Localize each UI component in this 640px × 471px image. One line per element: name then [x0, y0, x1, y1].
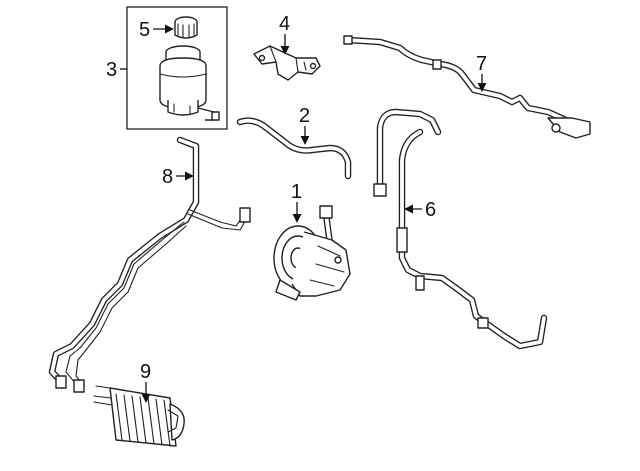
reservoir-frame [126, 6, 228, 130]
callout-9: 9 [140, 361, 151, 383]
hose-top-right: 7 [343, 35, 591, 139]
reservoir-cap [174, 16, 198, 39]
reservoir-assembly: 3 5 [106, 6, 228, 130]
callout-1: 1 [291, 181, 302, 203]
callout-4: 4 [279, 13, 290, 35]
pressure-tube-upper: 2 [236, 105, 352, 180]
hose-right: 6 [373, 108, 548, 350]
oil-cooler: 9 [93, 361, 185, 447]
callout-2: 2 [299, 105, 310, 127]
bracket: 4 [253, 13, 321, 81]
callout-3: 3 [106, 59, 117, 81]
reservoir-body [159, 45, 220, 121]
power-steering-pump: 1 [273, 181, 351, 301]
callout-5: 5 [139, 19, 150, 41]
callout-8: 8 [162, 166, 173, 188]
return-line: 8 [48, 136, 251, 393]
callout-7: 7 [476, 53, 487, 75]
callout-6: 6 [425, 199, 436, 221]
